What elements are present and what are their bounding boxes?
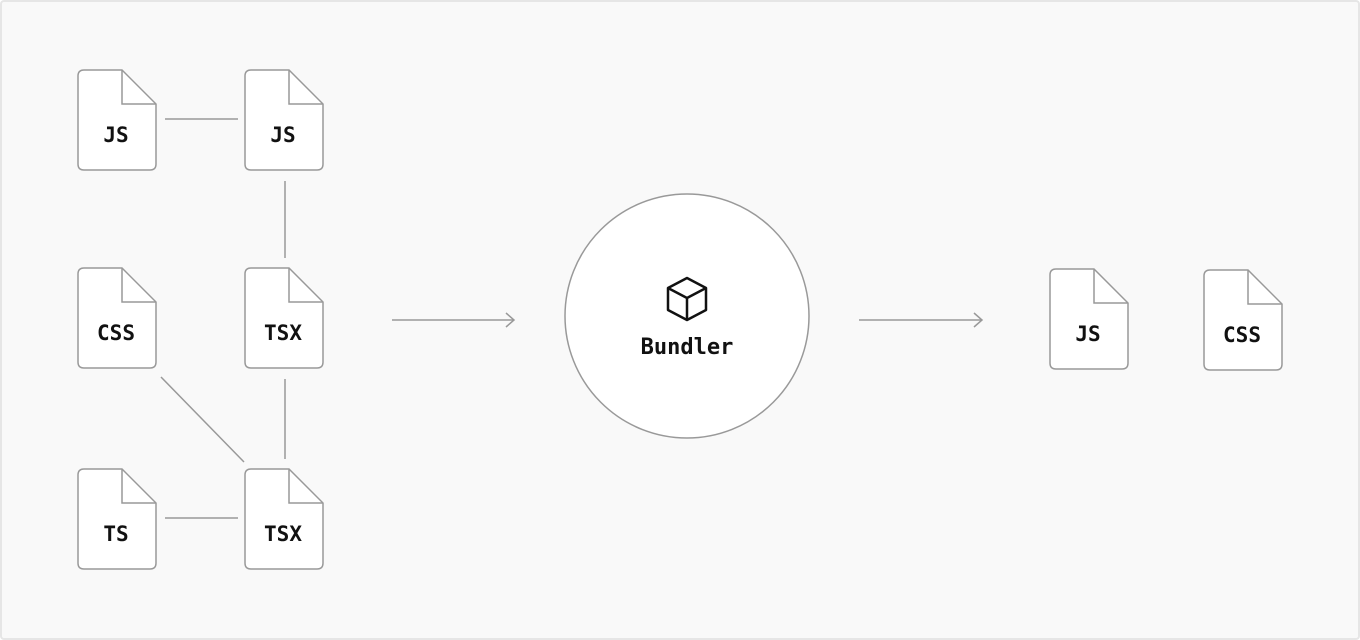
file-label: JS (103, 123, 128, 147)
file-out-js: JS (1049, 268, 1129, 370)
file-label: TSX (264, 522, 302, 546)
file-icon (244, 69, 324, 171)
cube-inner-edges (667, 286, 707, 320)
file-src-ts: TS (77, 468, 157, 570)
file-fold (288, 70, 323, 105)
file-fold (1247, 270, 1282, 305)
file-icon (77, 267, 157, 369)
arrow-to-bundler (392, 312, 516, 328)
file-src-css: CSS (77, 267, 157, 369)
link-css-tsx (160, 376, 245, 463)
file-icon (244, 267, 324, 369)
bundler-node: Bundler (564, 193, 810, 439)
file-label: TSX (264, 321, 302, 345)
file-label: TS (103, 522, 128, 546)
file-icon (77, 69, 157, 171)
arrow-head-icon (973, 312, 984, 328)
file-src-js-2: JS (244, 69, 324, 171)
file-fold (288, 268, 323, 303)
bundler-label: Bundler (641, 335, 734, 360)
file-label: JS (1075, 322, 1100, 346)
file-icon (244, 468, 324, 570)
file-fold (121, 70, 156, 105)
file-label: CSS (1223, 323, 1261, 347)
file-fold (121, 268, 156, 303)
file-out-css: CSS (1203, 269, 1283, 371)
file-src-tsx-2: TSX (244, 468, 324, 570)
file-icon (1203, 269, 1283, 371)
file-icon (77, 468, 157, 570)
cube-icon (666, 276, 708, 322)
dependency-links (160, 118, 286, 519)
file-icon (1049, 268, 1129, 370)
file-label: JS (270, 123, 295, 147)
file-src-tsx-1: TSX (244, 267, 324, 369)
file-label: CSS (97, 321, 135, 345)
arrow-head-icon (505, 312, 516, 328)
file-fold (121, 469, 156, 504)
file-fold (1093, 269, 1128, 304)
arrow-to-outputs (859, 312, 984, 328)
file-fold (288, 469, 323, 504)
file-src-js-1: JS (77, 69, 157, 171)
